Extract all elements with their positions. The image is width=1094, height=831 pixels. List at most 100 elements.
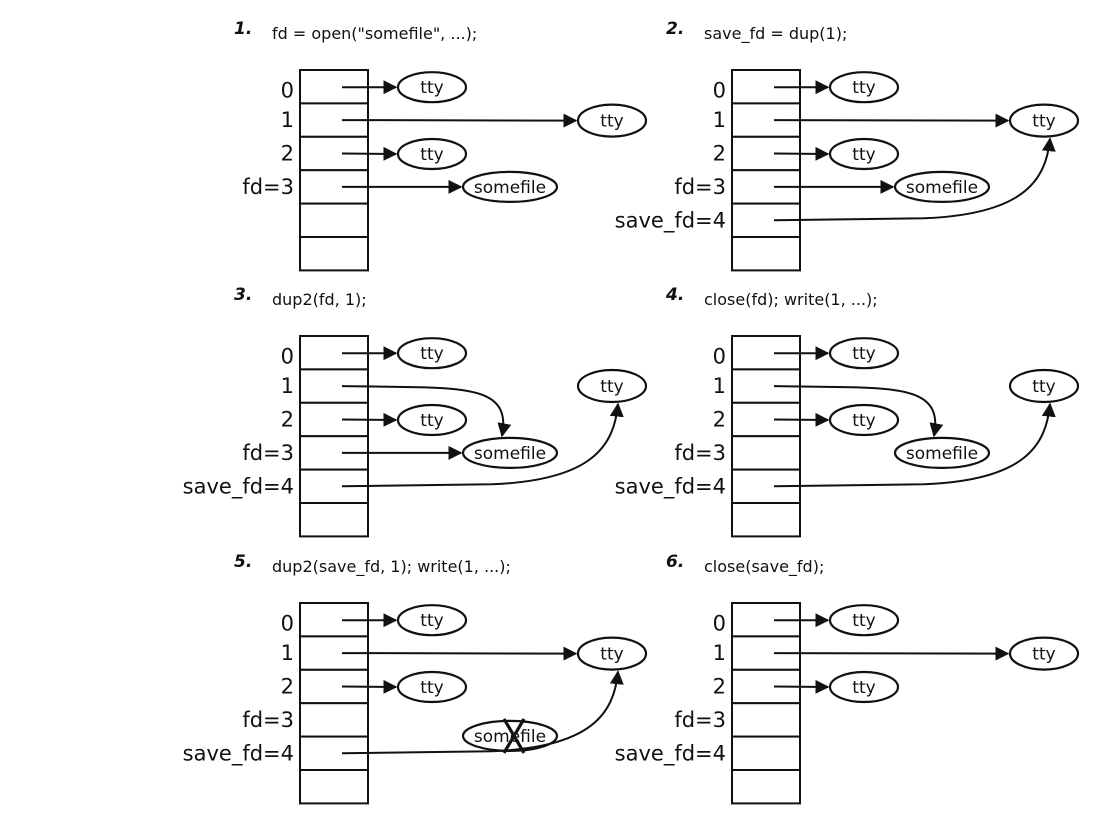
fd-label: 2 <box>281 408 294 432</box>
fd-label: 1 <box>713 641 726 665</box>
fd-label: fd=3 <box>674 708 726 732</box>
fd-label: fd=3 <box>242 708 294 732</box>
fd-label: 0 <box>281 612 294 636</box>
fd-cell-4 <box>731 735 801 771</box>
node-label: tty <box>852 678 875 698</box>
fd-label: 1 <box>281 641 294 665</box>
node-label: tty <box>852 145 875 165</box>
panel-6: 6.close(save_fd);012fd=3save_fd=4ttyttyt… <box>615 552 1080 805</box>
tty-node: tty <box>396 71 468 104</box>
pointer-arrow <box>341 412 398 427</box>
fd-table <box>299 602 369 805</box>
step-code: save_fd = dup(1); <box>704 24 847 44</box>
step-number: 1. <box>234 19 252 39</box>
fd-label: 0 <box>713 79 726 103</box>
fd-cell-5 <box>299 502 369 538</box>
node-label: somefile <box>906 178 978 198</box>
tty-node: tty <box>576 103 648 138</box>
fd-cell-5 <box>731 236 801 272</box>
fd-label: 0 <box>713 345 726 369</box>
pointer-arrow <box>773 412 830 427</box>
fd-label: save_fd=4 <box>615 208 726 233</box>
fd-cell-5 <box>299 769 369 805</box>
step-number: 3. <box>234 285 252 305</box>
fd-label: save_fd=4 <box>615 741 726 766</box>
tty-node: tty <box>1008 368 1080 404</box>
step-number: 4. <box>665 285 684 305</box>
panel-3: 3.dup2(fd, 1);012fd=3save_fd=4ttyttyttys… <box>183 285 648 538</box>
node-label: tty <box>852 344 875 364</box>
tty-node: tty <box>828 403 900 437</box>
fd-label: 2 <box>281 675 294 699</box>
fd-table <box>731 602 801 805</box>
step-number: 5. <box>234 552 252 572</box>
somefile-node: somefile <box>461 170 559 203</box>
node-label: somefile <box>474 178 546 198</box>
fd-label: 1 <box>281 108 294 132</box>
node-label: tty <box>1032 377 1055 397</box>
fd-label: 2 <box>713 675 726 699</box>
fd-label: save_fd=4 <box>615 474 726 499</box>
tty-node: tty <box>828 137 900 171</box>
tty-node: tty <box>828 71 900 104</box>
tty-node: tty <box>396 403 468 437</box>
node-label: somefile <box>474 444 546 464</box>
pointer-arrow <box>773 402 1056 488</box>
step-code: close(save_fd); <box>704 557 824 577</box>
somefile-node: somefile <box>893 436 991 469</box>
pointer-arrow <box>341 646 578 661</box>
fd-label: save_fd=4 <box>183 741 294 766</box>
fd-label: 0 <box>713 612 726 636</box>
node-label: tty <box>420 145 443 165</box>
fd-cell-5 <box>731 502 801 538</box>
tty-node: tty <box>1008 103 1080 138</box>
node-label: tty <box>600 645 623 665</box>
step-code: dup2(save_fd, 1); write(1, ...); <box>272 557 511 577</box>
panel-4: 4.close(fd); write(1, ...);012fd=3save_f… <box>615 285 1080 538</box>
step-code: dup2(fd, 1); <box>272 290 367 309</box>
panel-1: 1.fd = open("somefile", ...);012fd=3ttyt… <box>234 19 648 272</box>
fd-cell-3 <box>731 435 801 471</box>
fd-label: fd=3 <box>242 441 294 465</box>
tty-node: tty <box>396 670 468 704</box>
fd-label: 2 <box>713 142 726 166</box>
pointer-arrow <box>773 679 830 694</box>
panel-2: 2.save_fd = dup(1);012fd=3save_fd=4ttytt… <box>615 19 1080 272</box>
pointer-arrow <box>341 113 578 128</box>
pointer-arrow <box>773 146 830 161</box>
node-label: tty <box>420 344 443 364</box>
node-label: tty <box>1032 112 1055 132</box>
fd-cell-4 <box>299 202 369 239</box>
fd-cell-3 <box>731 702 801 738</box>
fd-cell-3 <box>299 702 369 738</box>
somefile-node: somefile <box>461 718 559 754</box>
somefile-node: somefile <box>893 170 991 203</box>
node-label: tty <box>600 377 623 397</box>
node-label: tty <box>852 411 875 431</box>
tty-node: tty <box>828 337 900 370</box>
node-label: somefile <box>474 727 546 747</box>
pointer-arrow <box>341 402 624 488</box>
tty-node: tty <box>576 368 648 404</box>
node-label: tty <box>600 112 623 132</box>
fd-label: save_fd=4 <box>183 474 294 499</box>
step-code: close(fd); write(1, ...); <box>704 290 878 309</box>
step-code: fd = open("somefile", ...); <box>272 24 477 43</box>
pointer-arrow <box>773 113 1010 128</box>
step-number: 2. <box>666 19 684 39</box>
node-label: tty <box>852 611 875 631</box>
node-label: tty <box>420 611 443 631</box>
fd-label: fd=3 <box>242 175 294 199</box>
somefile-node: somefile <box>461 436 559 469</box>
fd-table <box>731 335 801 538</box>
node-label: tty <box>420 678 443 698</box>
node-label: somefile <box>906 444 978 464</box>
fd-cell-5 <box>299 236 369 272</box>
node-label: tty <box>852 78 875 98</box>
pointer-arrow <box>773 385 944 438</box>
fd-label: 2 <box>281 142 294 166</box>
panel-5: 5. dup2(save_fd, 1); write(1, ...); 0 1 2 fd=… <box>183 552 648 805</box>
tty-node: tty <box>828 670 900 704</box>
step-number: 6. <box>666 552 684 572</box>
